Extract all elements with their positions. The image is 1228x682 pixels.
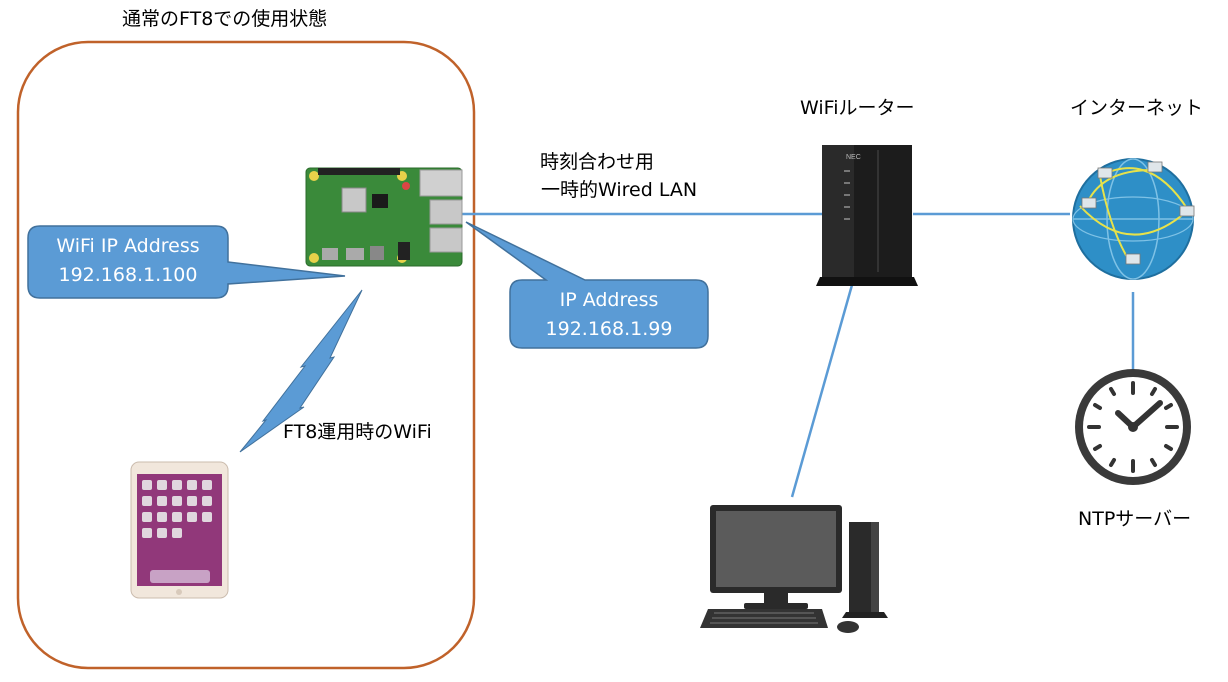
- ip-address-callout-line2: 192.168.1.99: [545, 318, 673, 341]
- ntp-server-label: NTPサーバー: [1078, 508, 1192, 530]
- ft8-wifi-label: FT8運用時のWiFi: [283, 421, 432, 443]
- globe-network-icon: [1072, 158, 1195, 280]
- wifi-ip-callout-line2: 192.168.1.100: [58, 264, 198, 287]
- wifi-ip-callout: [27, 225, 346, 299]
- desktop-pc-icon: [700, 505, 888, 633]
- wired-lan-label-line1: 時刻合わせ用: [540, 151, 655, 173]
- internet-label: インターネット: [1070, 97, 1204, 119]
- ipad-tablet-icon: [130, 461, 229, 599]
- wired-lan-label-line2: 一時的Wired LAN: [541, 179, 698, 201]
- ip-address-callout-line1: IP Address: [559, 289, 659, 311]
- wifi-ip-callout-text: WiFi IP Address 192.168.1.100: [28, 232, 228, 291]
- group-box: [16, 40, 476, 670]
- router-label: WiFiルーター: [800, 97, 915, 119]
- wifi-lightning-bolt: [239, 289, 363, 453]
- raspberry-pi-board-icon: [305, 167, 463, 267]
- router-pc-link: [790, 284, 854, 498]
- ip-address-callout-text: IP Address 192.168.1.99: [510, 286, 708, 345]
- group-title: 通常のFT8での使用状態: [122, 8, 328, 30]
- ip-address-callout: [465, 221, 709, 349]
- clock-icon: [1075, 369, 1191, 485]
- wifi-router-icon: NEC: [816, 145, 918, 286]
- router-brand: NEC: [846, 154, 861, 161]
- wifi-ip-callout-line1: WiFi IP Address: [56, 235, 200, 257]
